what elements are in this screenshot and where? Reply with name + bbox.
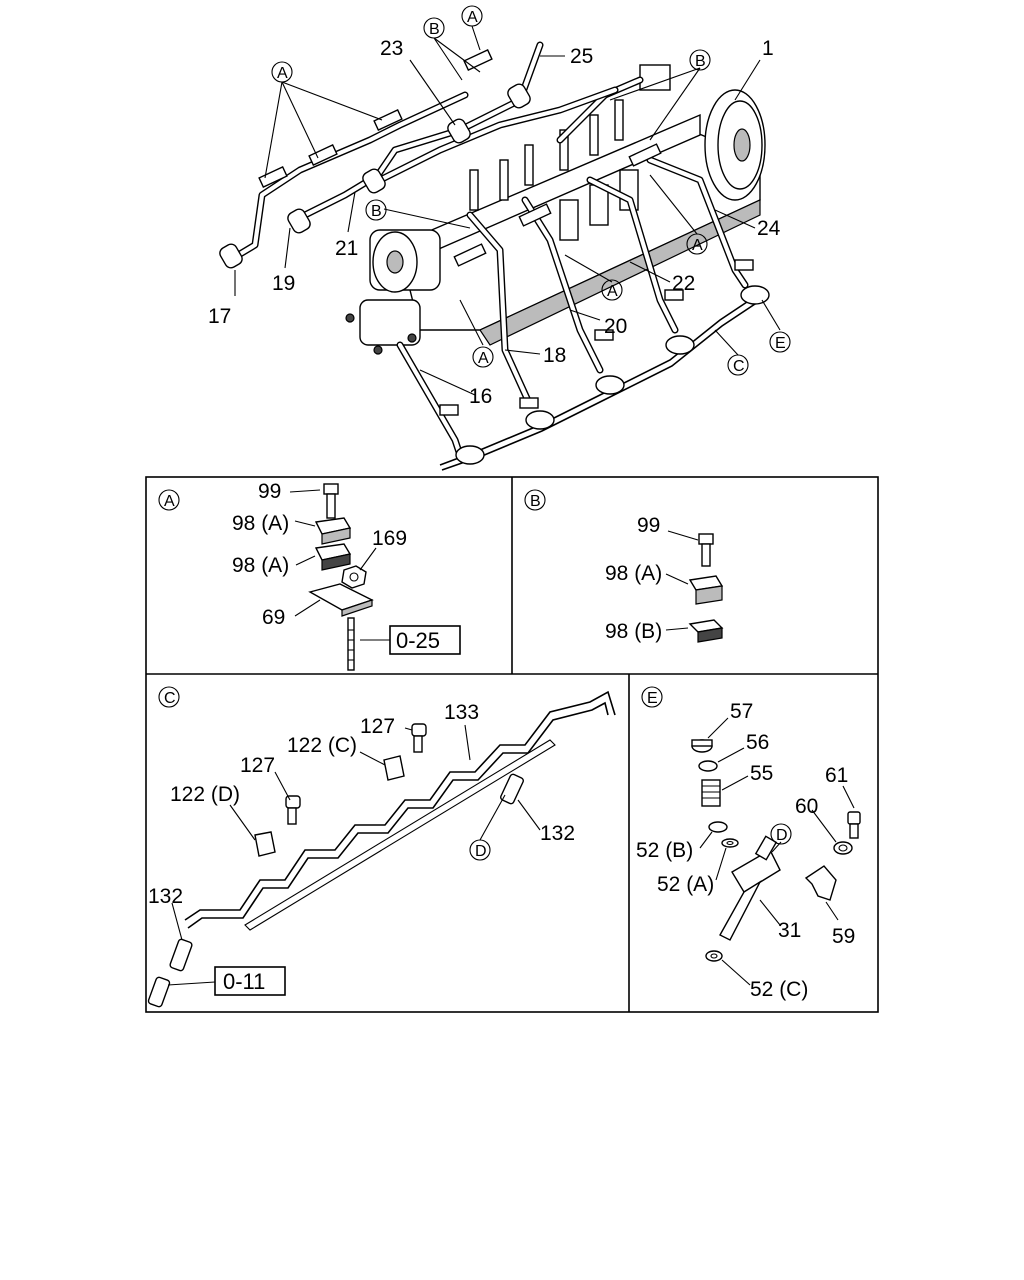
main-exploded-view: A B A B B A A A C E 1 25 23 24 21 19 17 … (208, 5, 791, 471)
detail-b: B 99 98 (A) 98 (B) (524, 489, 724, 643)
detail-e-p52c: 52 (C) (750, 978, 808, 1001)
ref-b-right: B (695, 53, 706, 70)
callout-24: 24 (757, 217, 781, 240)
detail-c-conn-left-132: 132 (148, 885, 183, 908)
detail-e-p56: 56 (746, 731, 769, 754)
detail-a-bracket-69: 69 (262, 606, 285, 629)
ref-a-bottom: A (478, 350, 489, 367)
callout-21: 21 (335, 237, 358, 260)
callout-19: 19 (272, 272, 295, 295)
detail-c-clip-c: 122 (C) (287, 734, 357, 757)
detail-a-clamp-lower: 98 (A) (232, 554, 289, 577)
detail-e-label: E (647, 690, 658, 707)
detail-e: E (636, 686, 861, 1001)
ref-b-top: B (429, 21, 440, 38)
detail-a-nut-169: 169 (372, 527, 407, 550)
detail-b-clamp-a: 98 (A) (605, 562, 662, 585)
detail-e-p52b: 52 (B) (636, 839, 693, 862)
detail-b-label: B (530, 493, 541, 510)
detail-a-bolt-99: 99 (258, 480, 281, 503)
callout-18: 18 (543, 344, 566, 367)
ref-e: E (775, 335, 786, 352)
leak-off-pipe-133 (184, 690, 616, 921)
injector-tops (455, 285, 770, 465)
callout-22: 22 (672, 272, 695, 295)
detail-b-bolt-99: 99 (637, 514, 660, 537)
detail-c-label: C (164, 690, 176, 707)
main-leaders (234, 25, 781, 396)
detail-frames (145, 476, 879, 1013)
callout-1: 1 (762, 37, 774, 60)
detail-b-clamp-b: 98 (B) (605, 620, 662, 643)
detail-c-box-ref: 0-11 (223, 969, 265, 994)
ref-a-top: A (467, 9, 478, 26)
detail-a: A 99 98 (A) 98 (A) 169 69 0 (158, 480, 461, 671)
callout-16: 16 (469, 385, 492, 408)
ref-c: C (733, 358, 745, 375)
detail-e-p57: 57 (730, 700, 753, 723)
detail-c-bolt-left-127: 127 (240, 754, 275, 777)
callout-25: 25 (570, 45, 593, 68)
ref-a-left: A (277, 65, 288, 82)
detail-c-pipe-133: 133 (444, 701, 479, 724)
callout-17: 17 (208, 305, 231, 328)
detail-e-p55: 55 (750, 762, 773, 785)
callout-23: 23 (380, 37, 403, 60)
pipe-fittings (219, 49, 754, 416)
detail-e-ref-d: D (776, 827, 788, 844)
ref-b-left: B (371, 203, 382, 220)
detail-c-clip-d: 122 (D) (170, 783, 240, 806)
detail-c-bolt-top-127: 127 (360, 715, 395, 738)
detail-c: C D 127 122 (C) 133 127 12 (147, 686, 616, 1008)
detail-e-p59: 59 (832, 925, 855, 948)
detail-e-p61: 61 (825, 764, 848, 787)
detail-a-label: A (164, 493, 175, 510)
ref-a-mid-right: A (692, 237, 703, 254)
detail-e-p31: 31 (778, 919, 801, 942)
ref-a-mid: A (607, 283, 618, 300)
detail-c-ref-d: D (475, 843, 487, 860)
callout-20: 20 (604, 315, 627, 338)
detail-e-p52a: 52 (A) (657, 873, 714, 896)
main-ref-circles (271, 5, 791, 376)
detail-e-p60: 60 (795, 795, 818, 818)
detail-c-conn-right-132: 132 (540, 822, 575, 845)
detail-a-box-ref: 0-25 (396, 628, 440, 653)
detail-a-clamp-upper: 98 (A) (232, 512, 289, 535)
